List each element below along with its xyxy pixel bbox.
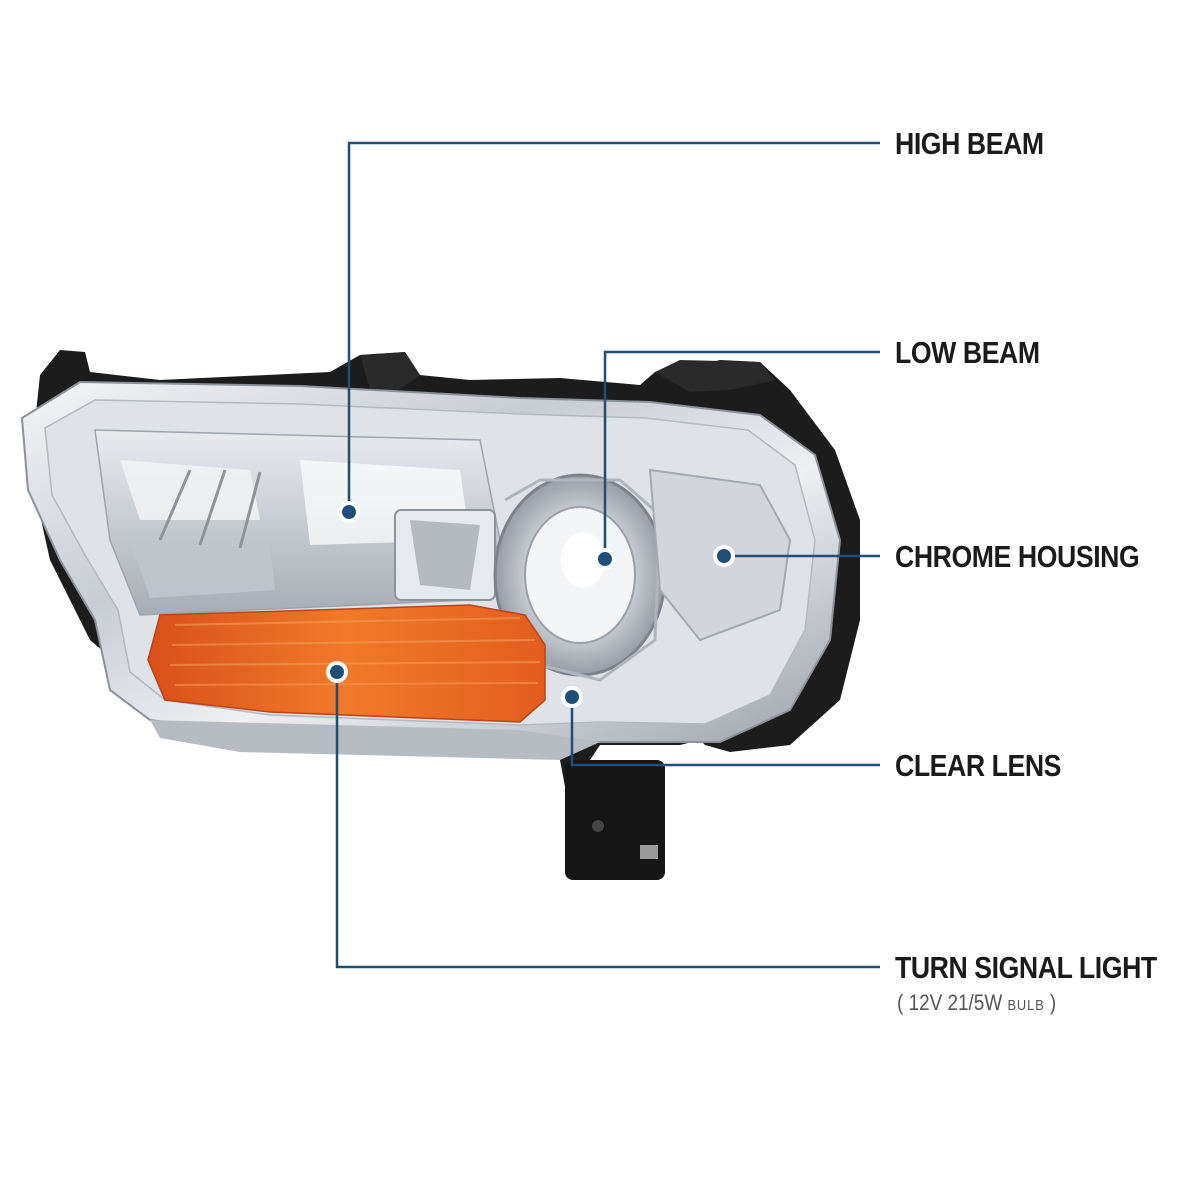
lower-trim [150,720,600,760]
top-tab [655,360,775,392]
label-clear-lens: CLEAR LENS [895,748,1062,783]
high-beam-reflector [94,429,501,616]
spec-close-paren: ) [1049,990,1057,1015]
mount-bracket [565,760,665,880]
label-chrome-housing: CHROME HOUSING [895,539,1140,574]
spec-open-paren: ( [897,990,904,1015]
label-low-beam: LOW BEAM [895,335,1040,370]
callout-line-low-beam [603,350,880,557]
callout-line-high-beam [347,141,880,510]
callout-line-turn-signal [335,672,880,969]
callout-lines [335,141,880,969]
label-high-beam: HIGH BEAM [895,126,1044,161]
turn-signal-bulb-spec: ( 12V 21/5W BULB ) [897,992,1056,1014]
low-beam-projector [493,473,667,682]
callout-line-clear-lens [570,698,880,767]
spec-voltage-wattage: 12V 21/5W [908,990,1003,1015]
callout-dots [326,501,735,708]
spec-bulb-word: BULB [1007,997,1045,1014]
label-turn-signal-light: TURN SIGNAL LIGHT [895,950,1157,985]
